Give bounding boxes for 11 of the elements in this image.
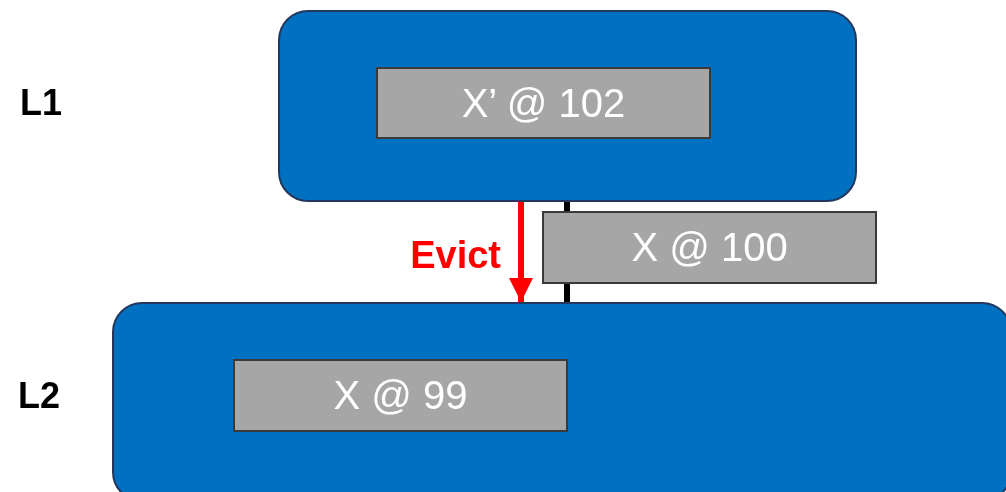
level-label: L2 bbox=[18, 375, 60, 417]
cache-entry: X’ @ 102 bbox=[376, 67, 711, 139]
connector-line bbox=[564, 284, 570, 302]
connector-line bbox=[564, 202, 570, 211]
cache-level-panel bbox=[112, 302, 1006, 492]
level-label: L1 bbox=[20, 82, 62, 124]
cache-entry: X @ 100 bbox=[542, 211, 877, 284]
arrow bbox=[509, 202, 533, 302]
cache-entry: X @ 99 bbox=[233, 359, 568, 432]
cache-level-panel bbox=[278, 10, 857, 202]
edge-label: Evict bbox=[410, 234, 501, 277]
